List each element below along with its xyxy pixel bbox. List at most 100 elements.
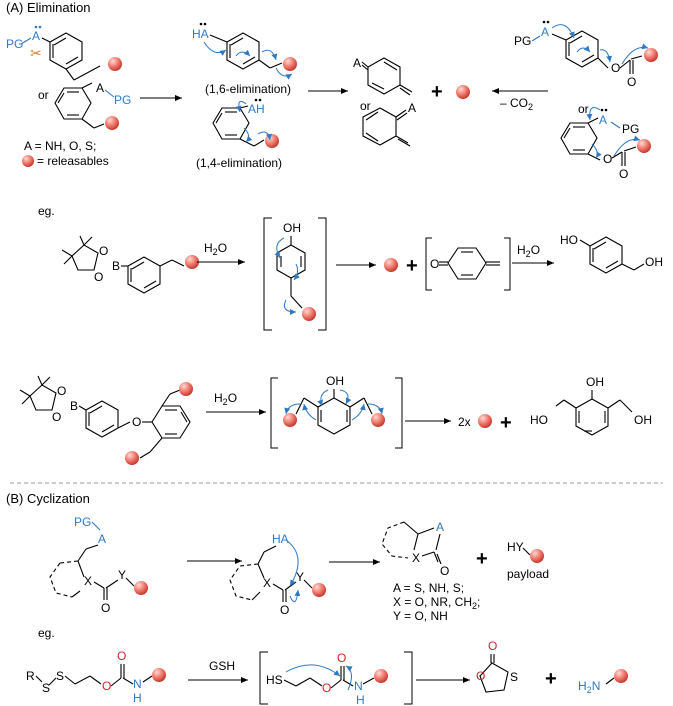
cyclization-intermediate: HA X O Y (229, 532, 326, 617)
o-label-b4: O (52, 410, 61, 424)
a-label-r2: A (599, 113, 607, 127)
elim16-label: (1,6-elimination) (205, 82, 291, 96)
hydroxybenzyl-alcohol: HO OH (560, 233, 663, 274)
pg-label-cyc: PG (74, 515, 91, 529)
a-label-qm2: A (408, 101, 416, 115)
cyclization-substrate: PG A X O Y (49, 515, 148, 615)
oh-label-p3: OH (634, 413, 652, 427)
x-label-int: X (263, 576, 271, 590)
para-quinone-methide: O (430, 247, 500, 280)
o-label-dc1: O (102, 679, 111, 693)
phenoxide-intermediate: OH (274, 221, 316, 321)
gsh-label: GSH (209, 659, 235, 673)
pg-label-r2: PG (622, 122, 639, 136)
cyc-def-2: X = O, NR, CH2; (393, 595, 480, 611)
cyc-def-3: Y = O, NH (393, 609, 448, 623)
plus-sign-eg1: + (406, 255, 418, 277)
s-label-2: S (56, 669, 64, 683)
intermediate-16: HA (1,6-elimination) (192, 22, 297, 96)
o-label-b3: O (57, 384, 66, 398)
o-label-int: O (280, 603, 289, 617)
r-label: R (26, 669, 35, 683)
plus-sign-a: + (431, 81, 443, 103)
x-label-prod: X (412, 551, 420, 565)
boronate-substrate: O O B (61, 235, 199, 294)
plus-sign-eg3: + (545, 668, 557, 690)
oxathiolanone: O S O (476, 639, 518, 693)
disulfide-carbamate: R S S O O N H (26, 649, 166, 705)
b-label-2: B (70, 399, 78, 413)
a-definition: A = NH, O, S; (24, 139, 96, 153)
pg-label-r: PG (514, 34, 531, 48)
n-label-dc: N (133, 677, 142, 691)
ha-label: HA (192, 27, 209, 41)
a-label-prod: A (436, 520, 444, 534)
y-label-int: Y (296, 570, 304, 584)
hy-label: HY (507, 540, 524, 554)
two-x-label: 2x (458, 415, 471, 429)
pg-label: PG (6, 37, 23, 51)
o-label-b5: O (132, 415, 141, 429)
n-label-ti: N (354, 679, 363, 693)
h-label-dc: H (133, 691, 142, 705)
plus-sign-eg2: + (500, 412, 512, 434)
releasable-ball (108, 57, 122, 71)
b-label: B (112, 259, 120, 273)
cyc-def-1: A = S, NH, S; (393, 581, 464, 595)
pg-label-ortho: PG (114, 93, 131, 107)
releasable-legend-ball (22, 155, 34, 167)
or-label: or (38, 88, 49, 102)
a-label-qm: A (353, 56, 361, 70)
o-label-ox2: O (488, 639, 497, 653)
minus-co2-label: – CO2 (500, 96, 533, 112)
ho-label: HO (560, 233, 578, 247)
a-label: A (32, 29, 40, 43)
eg-label-1: eg. (38, 204, 55, 218)
quinone-methide-para: A (353, 56, 413, 96)
thiol-intermediate: HS O O N H (266, 651, 388, 706)
ho-label-p2: HO (530, 413, 548, 427)
h2o-label: H2O (517, 243, 540, 259)
o-label-dc2: O (117, 649, 126, 663)
payload-label: payload (507, 567, 549, 581)
plus-sign-cyc: + (476, 548, 488, 570)
ah-label: AH (248, 102, 265, 116)
bis-intermediate: OH (283, 374, 385, 435)
o-label-ti1: O (322, 681, 331, 695)
carbonate-para: PG A O O (514, 20, 658, 89)
o-label-r4: O (619, 167, 628, 181)
o-label-b1: O (99, 244, 108, 258)
a-label-ortho: A (96, 81, 104, 95)
section-a-title: (A) Elimination (6, 0, 91, 15)
elim14-label: (1,4-elimination) (196, 156, 282, 170)
o-label-r3: O (603, 152, 612, 166)
section-b-title: (B) Cyclization (6, 491, 90, 506)
h2o2-label-2: H2O (214, 391, 237, 407)
bis-releasing-substrate: O O B O (19, 375, 193, 465)
o-label-cyc: O (101, 601, 110, 615)
o-label-r2: O (627, 75, 636, 89)
scissors-icon: ✂ (30, 45, 42, 61)
oh-label-p1: OH (645, 255, 663, 269)
x-label-cyc: X (84, 574, 92, 588)
o-label-qm: O (430, 257, 439, 271)
y-label-cyc: Y (118, 568, 126, 582)
bis-hydroxymethyl-phenol: OH HO OH (530, 375, 652, 436)
a-label-cyc: A (98, 532, 106, 546)
oh-label-p2: OH (586, 375, 604, 389)
a-label-r: A (541, 25, 549, 39)
carbonate-ortho: A PG O O (560, 107, 651, 181)
oh-label-i1: OH (283, 221, 301, 235)
s-label-1: S (42, 681, 50, 695)
s-label-ox: S (510, 670, 518, 684)
quinone-methide-ortho: A (362, 101, 416, 147)
releasables-label: = releasables (37, 154, 109, 168)
intermediate-14: AH (1,4-elimination) (196, 98, 282, 170)
substrate-ortho: A PG (54, 81, 131, 130)
h2n-label: H2N (578, 679, 600, 695)
hs-label: HS (266, 673, 283, 687)
eg-label-2: eg. (38, 626, 55, 640)
o-label-ti2: O (337, 651, 346, 665)
